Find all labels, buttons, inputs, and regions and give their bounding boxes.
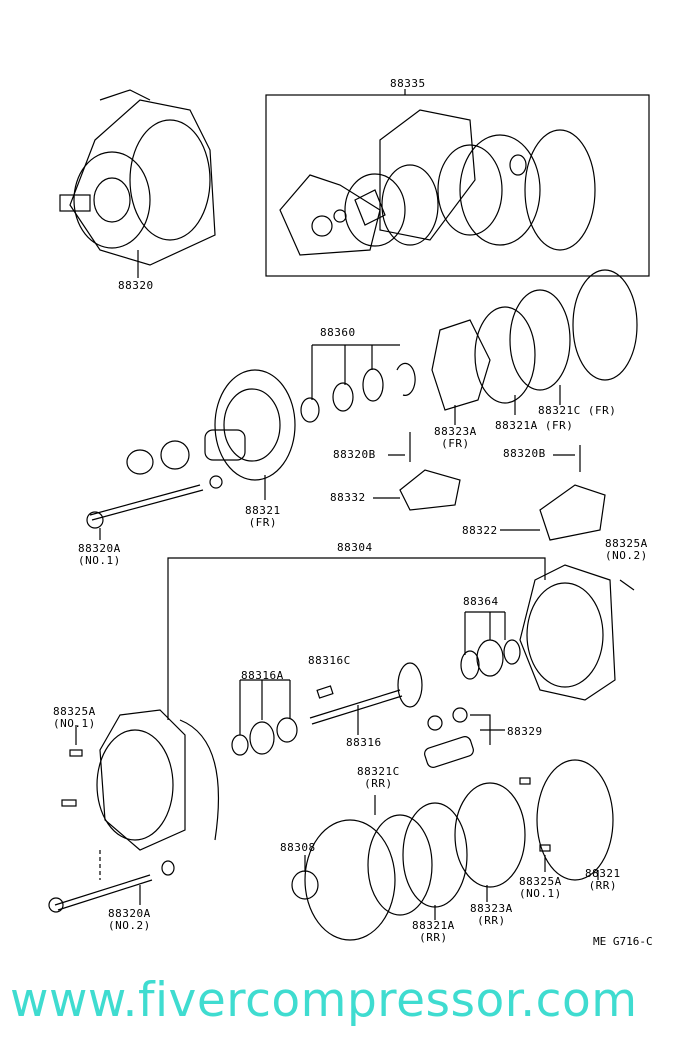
label-88308: 88308 [280,841,316,854]
label-88325a-no1-rear: 88325A(NO.1) [519,876,562,900]
label-88360: 88360 [320,326,356,339]
label-88321-rr: 88321(RR) [585,868,621,892]
label-88316a: 88316A [241,669,284,682]
label-88321a-rr: 88321A(RR) [412,920,455,944]
label-88320: 88320 [118,279,154,292]
label-88304: 88304 [337,541,373,554]
part-number: 88325A [519,875,562,888]
part-number: 88320A [78,542,121,555]
label-88321a-fr: 88321A (FR) [495,419,574,432]
part-position: (NO.2) [108,919,151,932]
part-position: (NO.2) [605,549,648,562]
part-position: (NO.1) [519,887,562,900]
label-88320a-no1: 88320A(NO.1) [78,543,121,567]
part-position: (RR) [588,879,618,892]
compressor-assembly [59,89,216,278]
part-number: 88320A [108,907,151,920]
label-88316: 88316 [346,736,382,749]
part-number: 88321C [357,765,400,778]
part-position: (NO.1) [78,554,121,567]
label-88329: 88329 [507,725,543,738]
part-position: (FR) [441,437,470,450]
part-number: 88321A [412,919,455,932]
shaft-assembly [231,662,505,768]
label-88322: 88322 [462,524,498,537]
kit-box [265,94,650,277]
part-number: 88325A [605,537,648,550]
part-number: 88321 [245,504,281,517]
part-number: 88323A [434,425,477,438]
leader-88304 [167,557,546,720]
label-88320a-no2: 88320A(NO.2) [108,908,151,932]
label-88335: 88335 [390,77,426,90]
rear-valve-plates [291,759,614,941]
label-88321-fr: 88321(FR) [245,505,281,529]
part-position: (NO.1) [53,717,96,730]
part-position: (RR) [364,777,393,790]
front-housing [86,369,296,540]
gasket-kit-parts [279,109,596,256]
label-88321c-fr: 88321C (FR) [538,404,617,417]
label-88325a-no1: 88325A(NO.1) [53,706,96,730]
part-number: 88323A [470,902,513,915]
label-88364: 88364 [463,595,499,608]
front-valve-plates [388,269,638,472]
label-88325a-no2: 88325A(NO.2) [605,538,648,562]
diagram-code: ME G716-C [593,935,653,948]
part-number: 88321 [585,867,621,880]
part-position: (RR) [477,914,506,927]
label-88323a-fr: 88323A(FR) [434,426,477,450]
left-housing [48,709,220,913]
shaft-seal-parts [300,344,416,423]
part-position: (FR) [248,516,278,529]
rear-housing [460,564,616,701]
label-88321c-rr: 88321C(RR) [357,766,400,790]
part-position: (RR) [419,931,448,944]
label-88332: 88332 [330,491,366,504]
label-88320b-1: 88320B [333,448,376,461]
watermark: www.fivercompressor.com [10,973,638,1028]
part-number: 88325A [53,705,96,718]
control-valves [373,469,635,591]
label-88316c: 88316C [308,654,351,667]
label-88323a-rr: 88323A(RR) [470,903,513,927]
label-88320b-2: 88320B [503,447,546,460]
